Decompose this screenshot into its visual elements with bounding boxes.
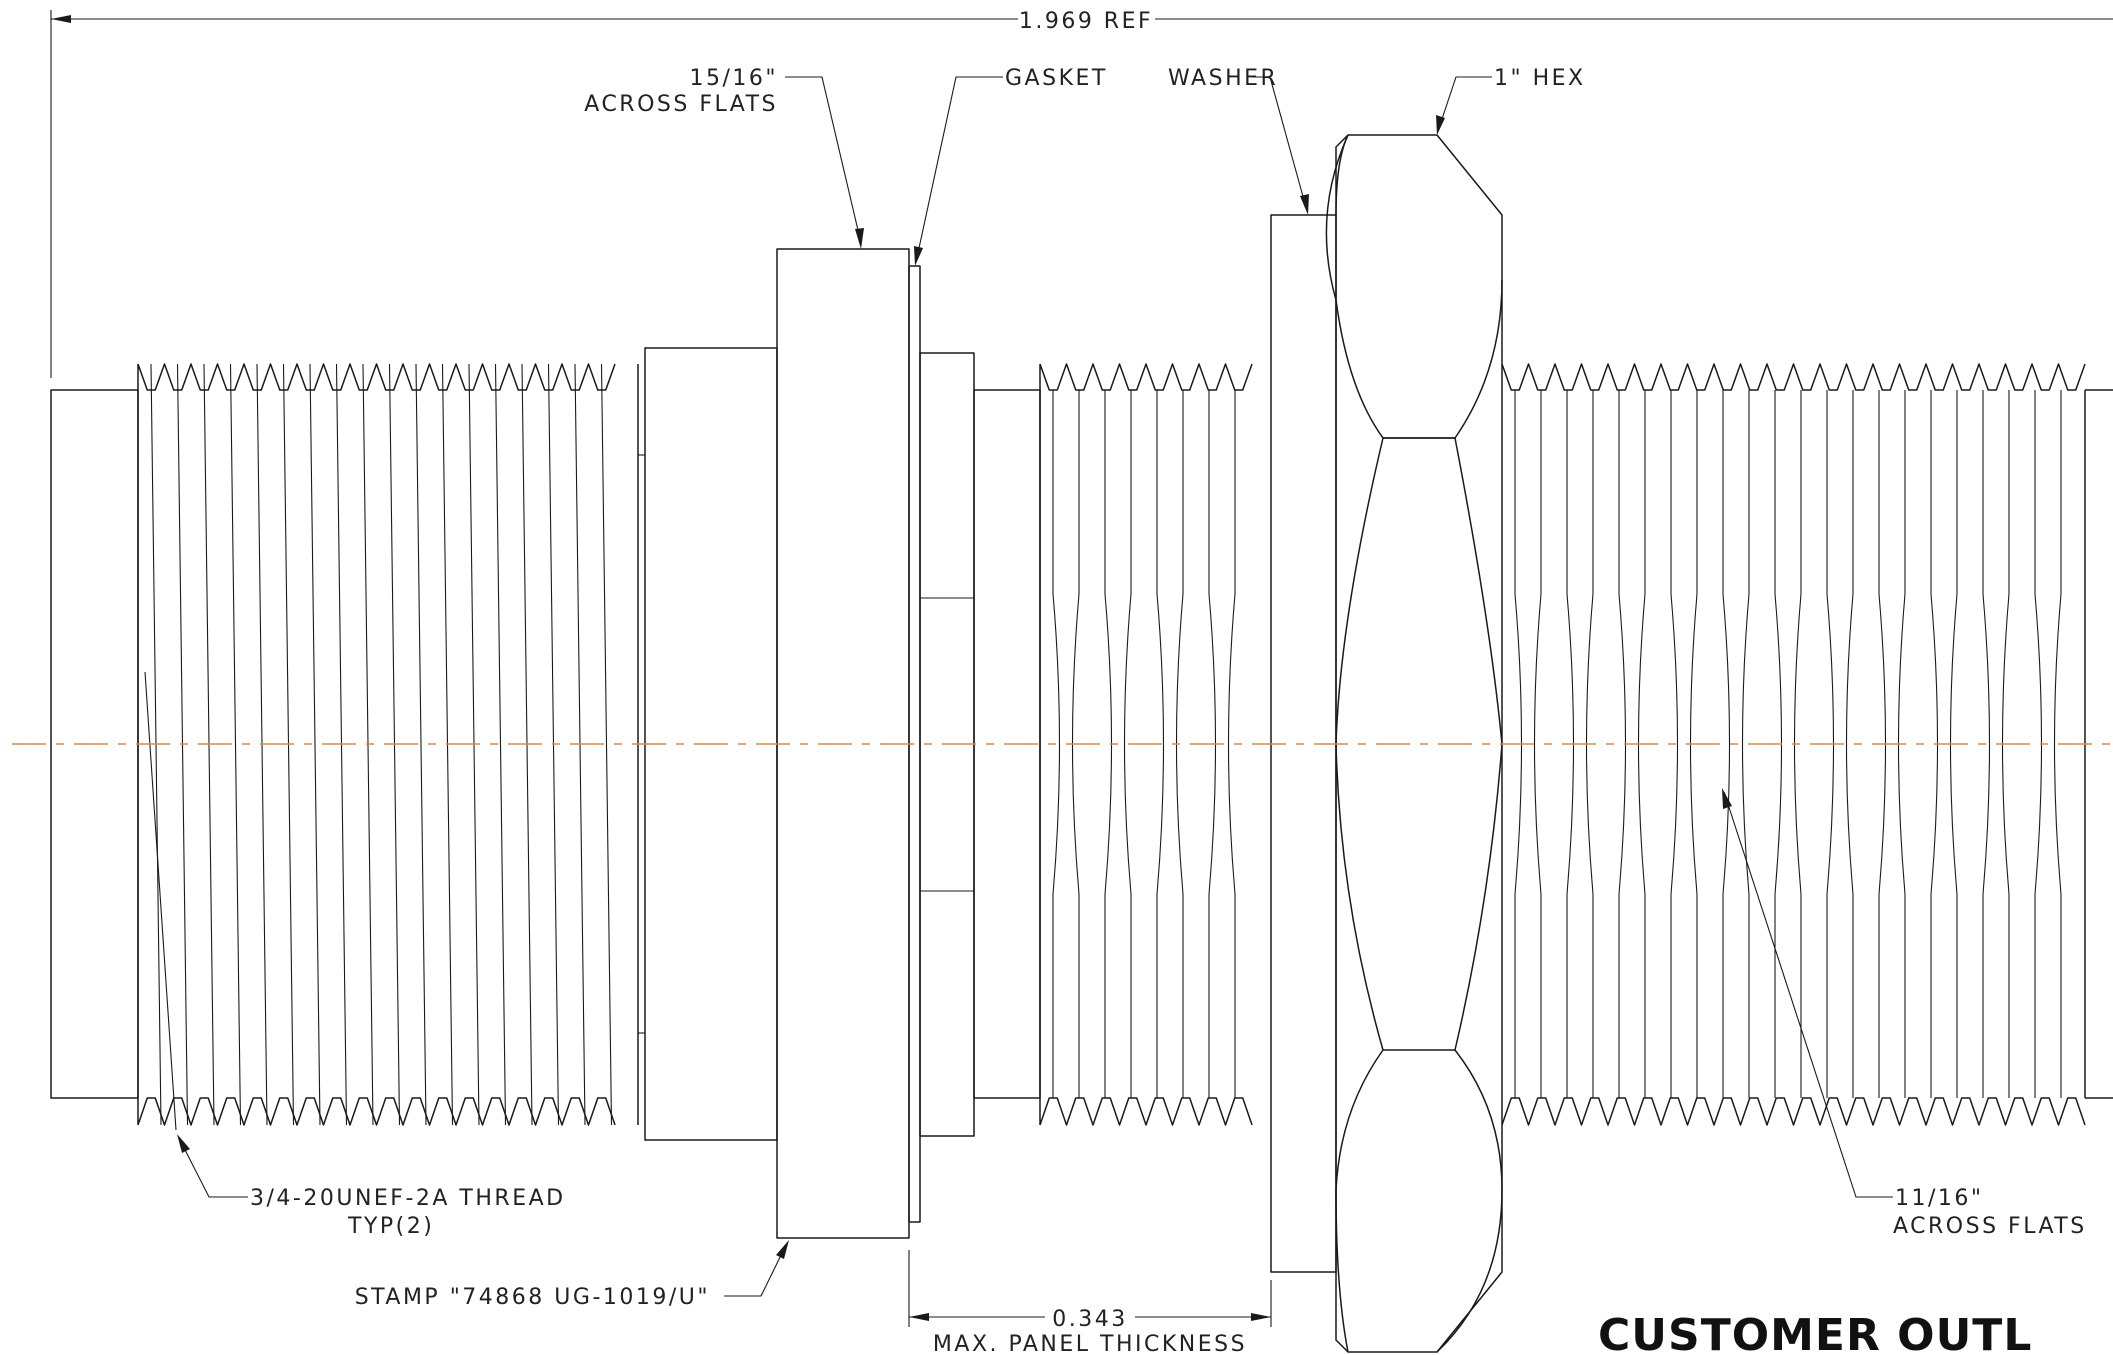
hex-nut-body <box>1325 134 1503 1353</box>
gasket-callout: GASKET <box>914 66 1108 266</box>
body-flats-caption: ACROSS FLATS <box>1893 1214 2087 1239</box>
panel-thickness-caption: MAX. PANEL THICKNESS <box>933 1332 1247 1355</box>
hex-nut-label: 1" HEX <box>1494 66 1586 91</box>
thread-callout: 3/4-20UNEF-2A THREAD TYP(2) <box>177 1134 566 1239</box>
flange-flats-callout: 15/16" ACROSS FLATS <box>584 66 864 249</box>
overall-length-dimension: 1.969 REF <box>50 9 2113 378</box>
thread-spec: 3/4-20UNEF-2A THREAD <box>250 1186 566 1211</box>
flange-flats-size: 15/16" <box>689 66 778 91</box>
washer-label: WASHER <box>1168 66 1278 91</box>
gasket-label: GASKET <box>1005 66 1108 91</box>
body-flats-size: 11/16" <box>1895 1186 1984 1211</box>
stamp-callout: STAMP "74868 UG-1019/U" <box>355 1240 789 1310</box>
panel-thickness-dimension: 0.343 MAX. PANEL THICKNESS <box>908 1250 1272 1355</box>
hex-nut-callout: 1" HEX <box>1436 66 1586 135</box>
overall-length-value: 1.969 REF <box>1019 9 1153 34</box>
body-flats-callout: 11/16" ACROSS FLATS <box>1722 788 2087 1239</box>
thread-qty: TYP(2) <box>347 1214 434 1239</box>
stamp-label: STAMP "74868 UG-1019/U" <box>355 1285 710 1310</box>
left-thread-body <box>50 363 639 1131</box>
panel-thickness-value: 0.343 <box>1052 1307 1127 1332</box>
drawing-title: CUSTOMER OUTL <box>1598 1310 2032 1355</box>
flange-flats-caption: ACROSS FLATS <box>584 92 778 117</box>
washer-callout: WASHER <box>1168 66 1309 215</box>
